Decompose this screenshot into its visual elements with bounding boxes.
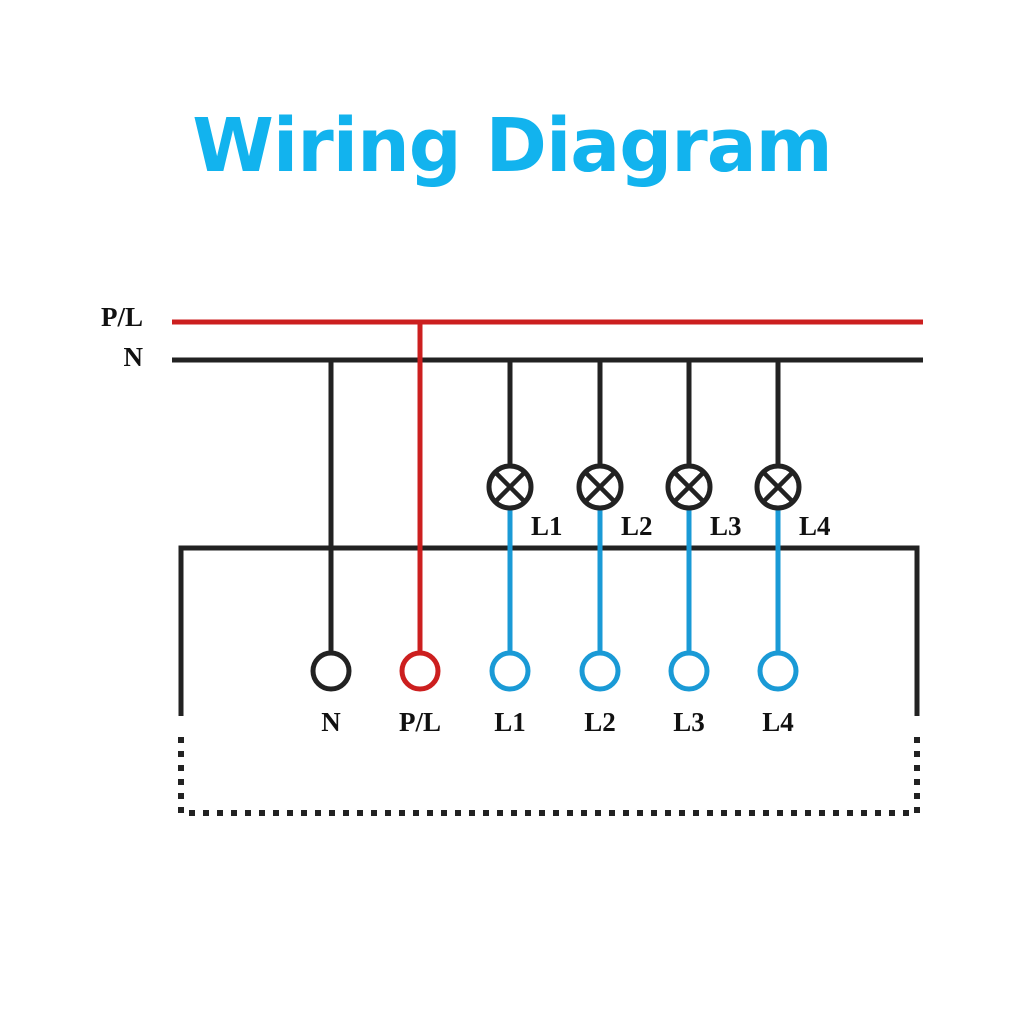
- lamp-l2: L2: [576, 360, 653, 653]
- lamp-label: L3: [710, 511, 742, 541]
- terminal-label: N: [321, 707, 341, 737]
- terminal-icon: [757, 650, 799, 692]
- neutral-bus-label: N: [124, 342, 144, 372]
- lamp-l3: L3: [665, 360, 742, 653]
- terminal-l3: L3: [668, 650, 710, 737]
- lamp-label: L4: [799, 511, 831, 541]
- lamp-l4: L4: [754, 360, 831, 653]
- terminal-label: L2: [584, 707, 616, 737]
- lamp-icon: [665, 463, 713, 511]
- terminal-icon: [668, 650, 710, 692]
- lamp-label: L1: [531, 511, 563, 541]
- terminals: N P/L L1 L2 L3 L4: [310, 650, 799, 737]
- terminal-label: P/L: [399, 707, 441, 737]
- lamp-icon: [576, 463, 624, 511]
- lamps: L1 L2 L3 L4: [486, 360, 831, 653]
- lamp-icon: [486, 463, 534, 511]
- lamp-l1: L1: [486, 360, 563, 653]
- terminal-l4: L4: [757, 650, 799, 737]
- terminal-n: N: [310, 650, 352, 737]
- module-box-dotted-outline: [178, 737, 920, 816]
- terminal-icon: [579, 650, 621, 692]
- terminal-label: L4: [762, 707, 794, 737]
- terminal-p-l: P/L: [399, 650, 441, 737]
- lamp-icon: [754, 463, 802, 511]
- terminal-icon: [310, 650, 352, 692]
- lamp-label: L2: [621, 511, 653, 541]
- terminal-icon: [399, 650, 441, 692]
- module-box-solid-outline: [178, 545, 920, 716]
- terminal-icon: [489, 650, 531, 692]
- module-box: [178, 545, 920, 816]
- terminal-label: L1: [494, 707, 526, 737]
- terminal-l1: L1: [489, 650, 531, 737]
- live-bus-label: P/L: [101, 302, 143, 332]
- terminal-label: L3: [673, 707, 705, 737]
- terminal-l2: L2: [579, 650, 621, 737]
- diagram-title: Wiring Diagram: [192, 103, 833, 189]
